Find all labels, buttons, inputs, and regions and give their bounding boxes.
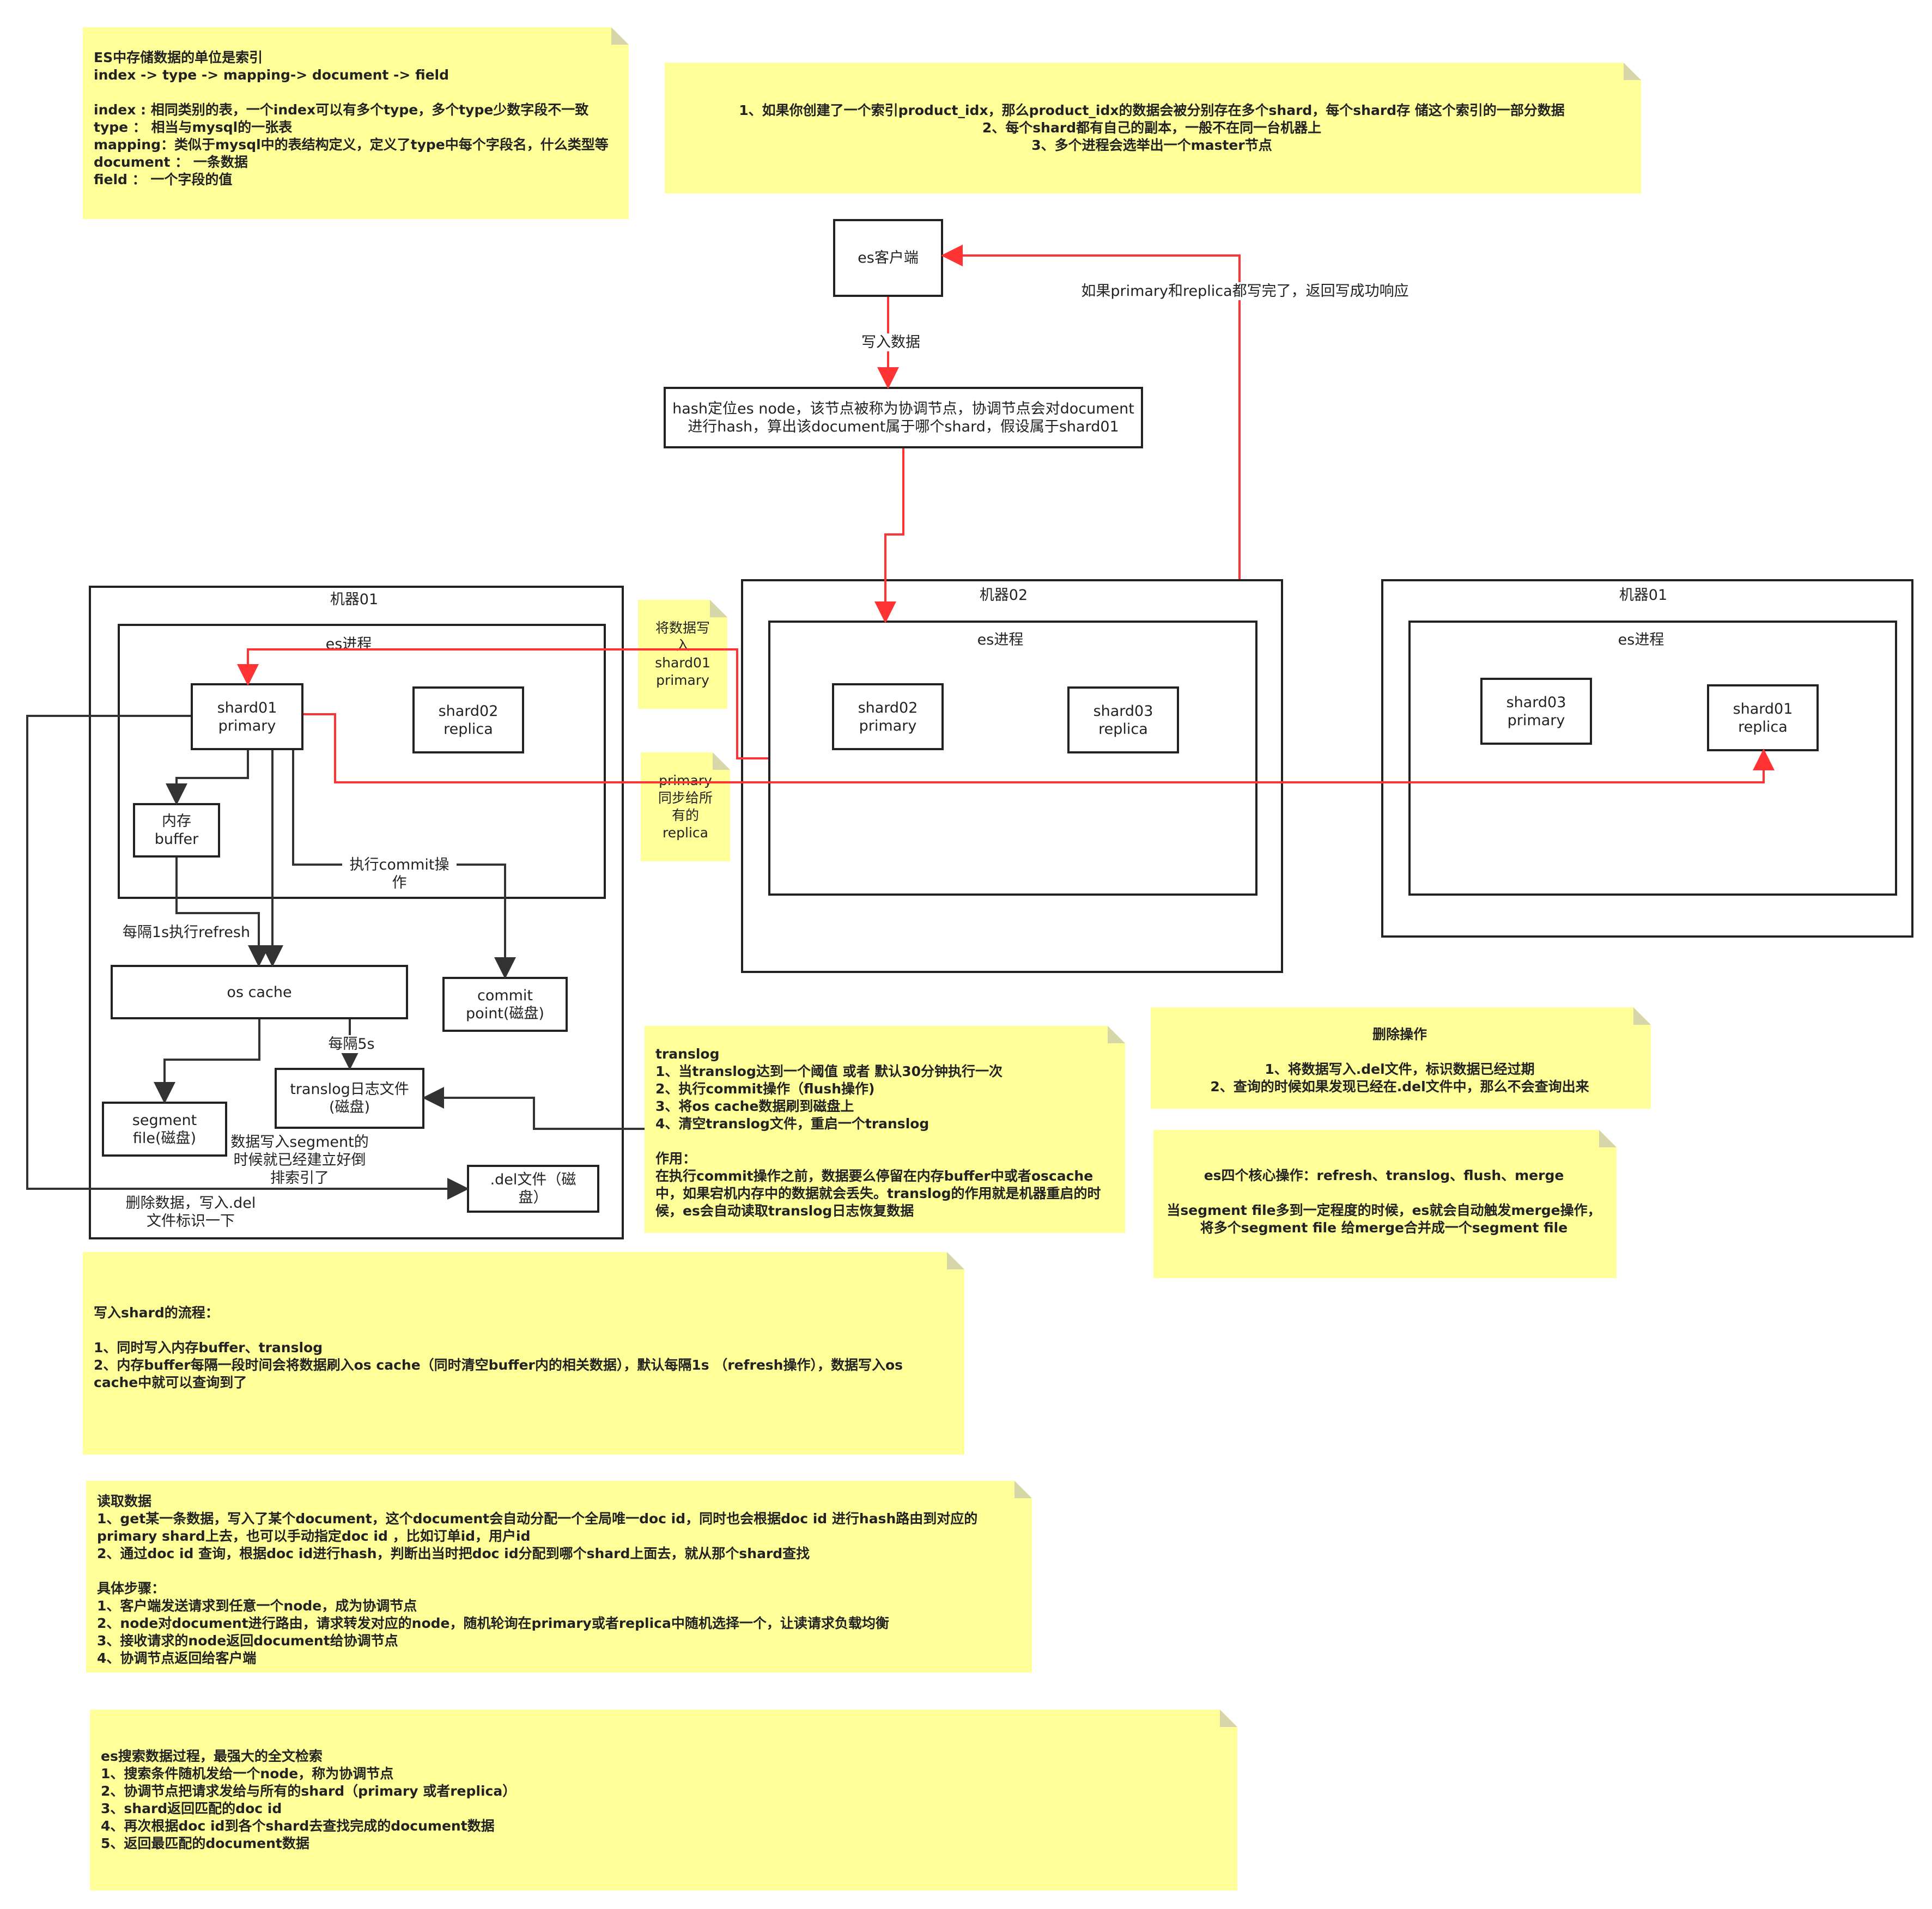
note-search: es搜索数据过程，最强大的全文检索 1、搜索条件随机发给一个node，称为协调节… bbox=[90, 1710, 1237, 1890]
es-client-node[interactable]: es客户端 bbox=[833, 219, 943, 297]
commit-point-node[interactable]: commit point(磁盘) bbox=[442, 977, 568, 1032]
m3-shard03-primary-node[interactable]: shard03 primary bbox=[1480, 678, 1592, 745]
m1-shard02-replica-node[interactable]: shard02 replica bbox=[412, 686, 524, 753]
note-es-structure: ES中存储数据的单位是索引 index -> type -> mapping->… bbox=[83, 27, 629, 219]
note-sync-replica: primary 同步给所 有的 replica bbox=[641, 752, 730, 861]
note-shard-intro: 1、如果你创建了一个索引product_idx，那么product_idx的数据… bbox=[665, 63, 1641, 193]
note-delete-op: 删除操作 1、将数据写入.del文件，标识数据已经过期 2、查询的时候如果发现已… bbox=[1151, 1007, 1651, 1109]
machine3-es-process-label: es进程 bbox=[1618, 631, 1664, 648]
note-write-flow: 写入shard的流程： 1、同时写入内存buffer、translog 2、内存… bbox=[83, 1252, 964, 1455]
note-read-data: 读取数据 1、get某一条数据，写入了某个document，这个document… bbox=[86, 1481, 1032, 1673]
machine3-label: 机器01 bbox=[1619, 587, 1668, 604]
segment-file-node[interactable]: segment file(磁盘) bbox=[102, 1102, 227, 1157]
label-every5s: 每隔5s bbox=[324, 1035, 379, 1053]
note-core-ops: es四个核心操作：refresh、translog、flush、merge 当s… bbox=[1153, 1130, 1617, 1278]
memory-buffer-node[interactable]: 内存 buffer bbox=[133, 803, 220, 858]
machine1-es-process-label: es进程 bbox=[325, 636, 372, 653]
label-delete-data: 删除数据，写入.del 文件标识一下 bbox=[120, 1194, 262, 1230]
label-ack: 如果primary和replica都写完了，返回写成功响应 bbox=[1076, 282, 1414, 300]
machine2-es-process bbox=[768, 621, 1257, 896]
label-write-data: 写入数据 bbox=[853, 333, 929, 351]
label-commit-op: 执行commit操作 bbox=[342, 856, 457, 892]
coordinator-hash-node[interactable]: hash定位es node，该节点被称为协调节点，协调节点会对document进… bbox=[664, 387, 1143, 448]
m2-shard02-primary-node[interactable]: shard02 primary bbox=[832, 683, 944, 750]
m2-shard03-replica-node[interactable]: shard03 replica bbox=[1067, 686, 1179, 753]
machine1-label: 机器01 bbox=[330, 591, 379, 608]
machine2-label: 机器02 bbox=[979, 587, 1028, 604]
del-file-node[interactable]: .del文件（磁 盘） bbox=[467, 1165, 599, 1213]
note-write-to-primary: 将数据写 入 shard01 primary bbox=[638, 600, 727, 709]
translog-file-node[interactable]: translog日志文件 (磁盘) bbox=[275, 1068, 424, 1129]
label-refresh: 每隔1s执行refresh bbox=[121, 923, 252, 941]
os-cache-node[interactable]: os cache bbox=[111, 965, 408, 1019]
m3-shard01-replica-node[interactable]: shard01 replica bbox=[1707, 684, 1819, 751]
machine3-es-process bbox=[1408, 621, 1897, 896]
m1-shard01-primary-node[interactable]: shard01 primary bbox=[191, 683, 303, 750]
label-segment-index: 数据写入segment的 时候就已经建立好倒 排索引了 bbox=[230, 1134, 369, 1187]
note-translog: translog 1、当translog达到一个阈值 或者 默认30分钟执行一次… bbox=[645, 1026, 1125, 1233]
machine2-es-process-label: es进程 bbox=[977, 631, 1024, 648]
